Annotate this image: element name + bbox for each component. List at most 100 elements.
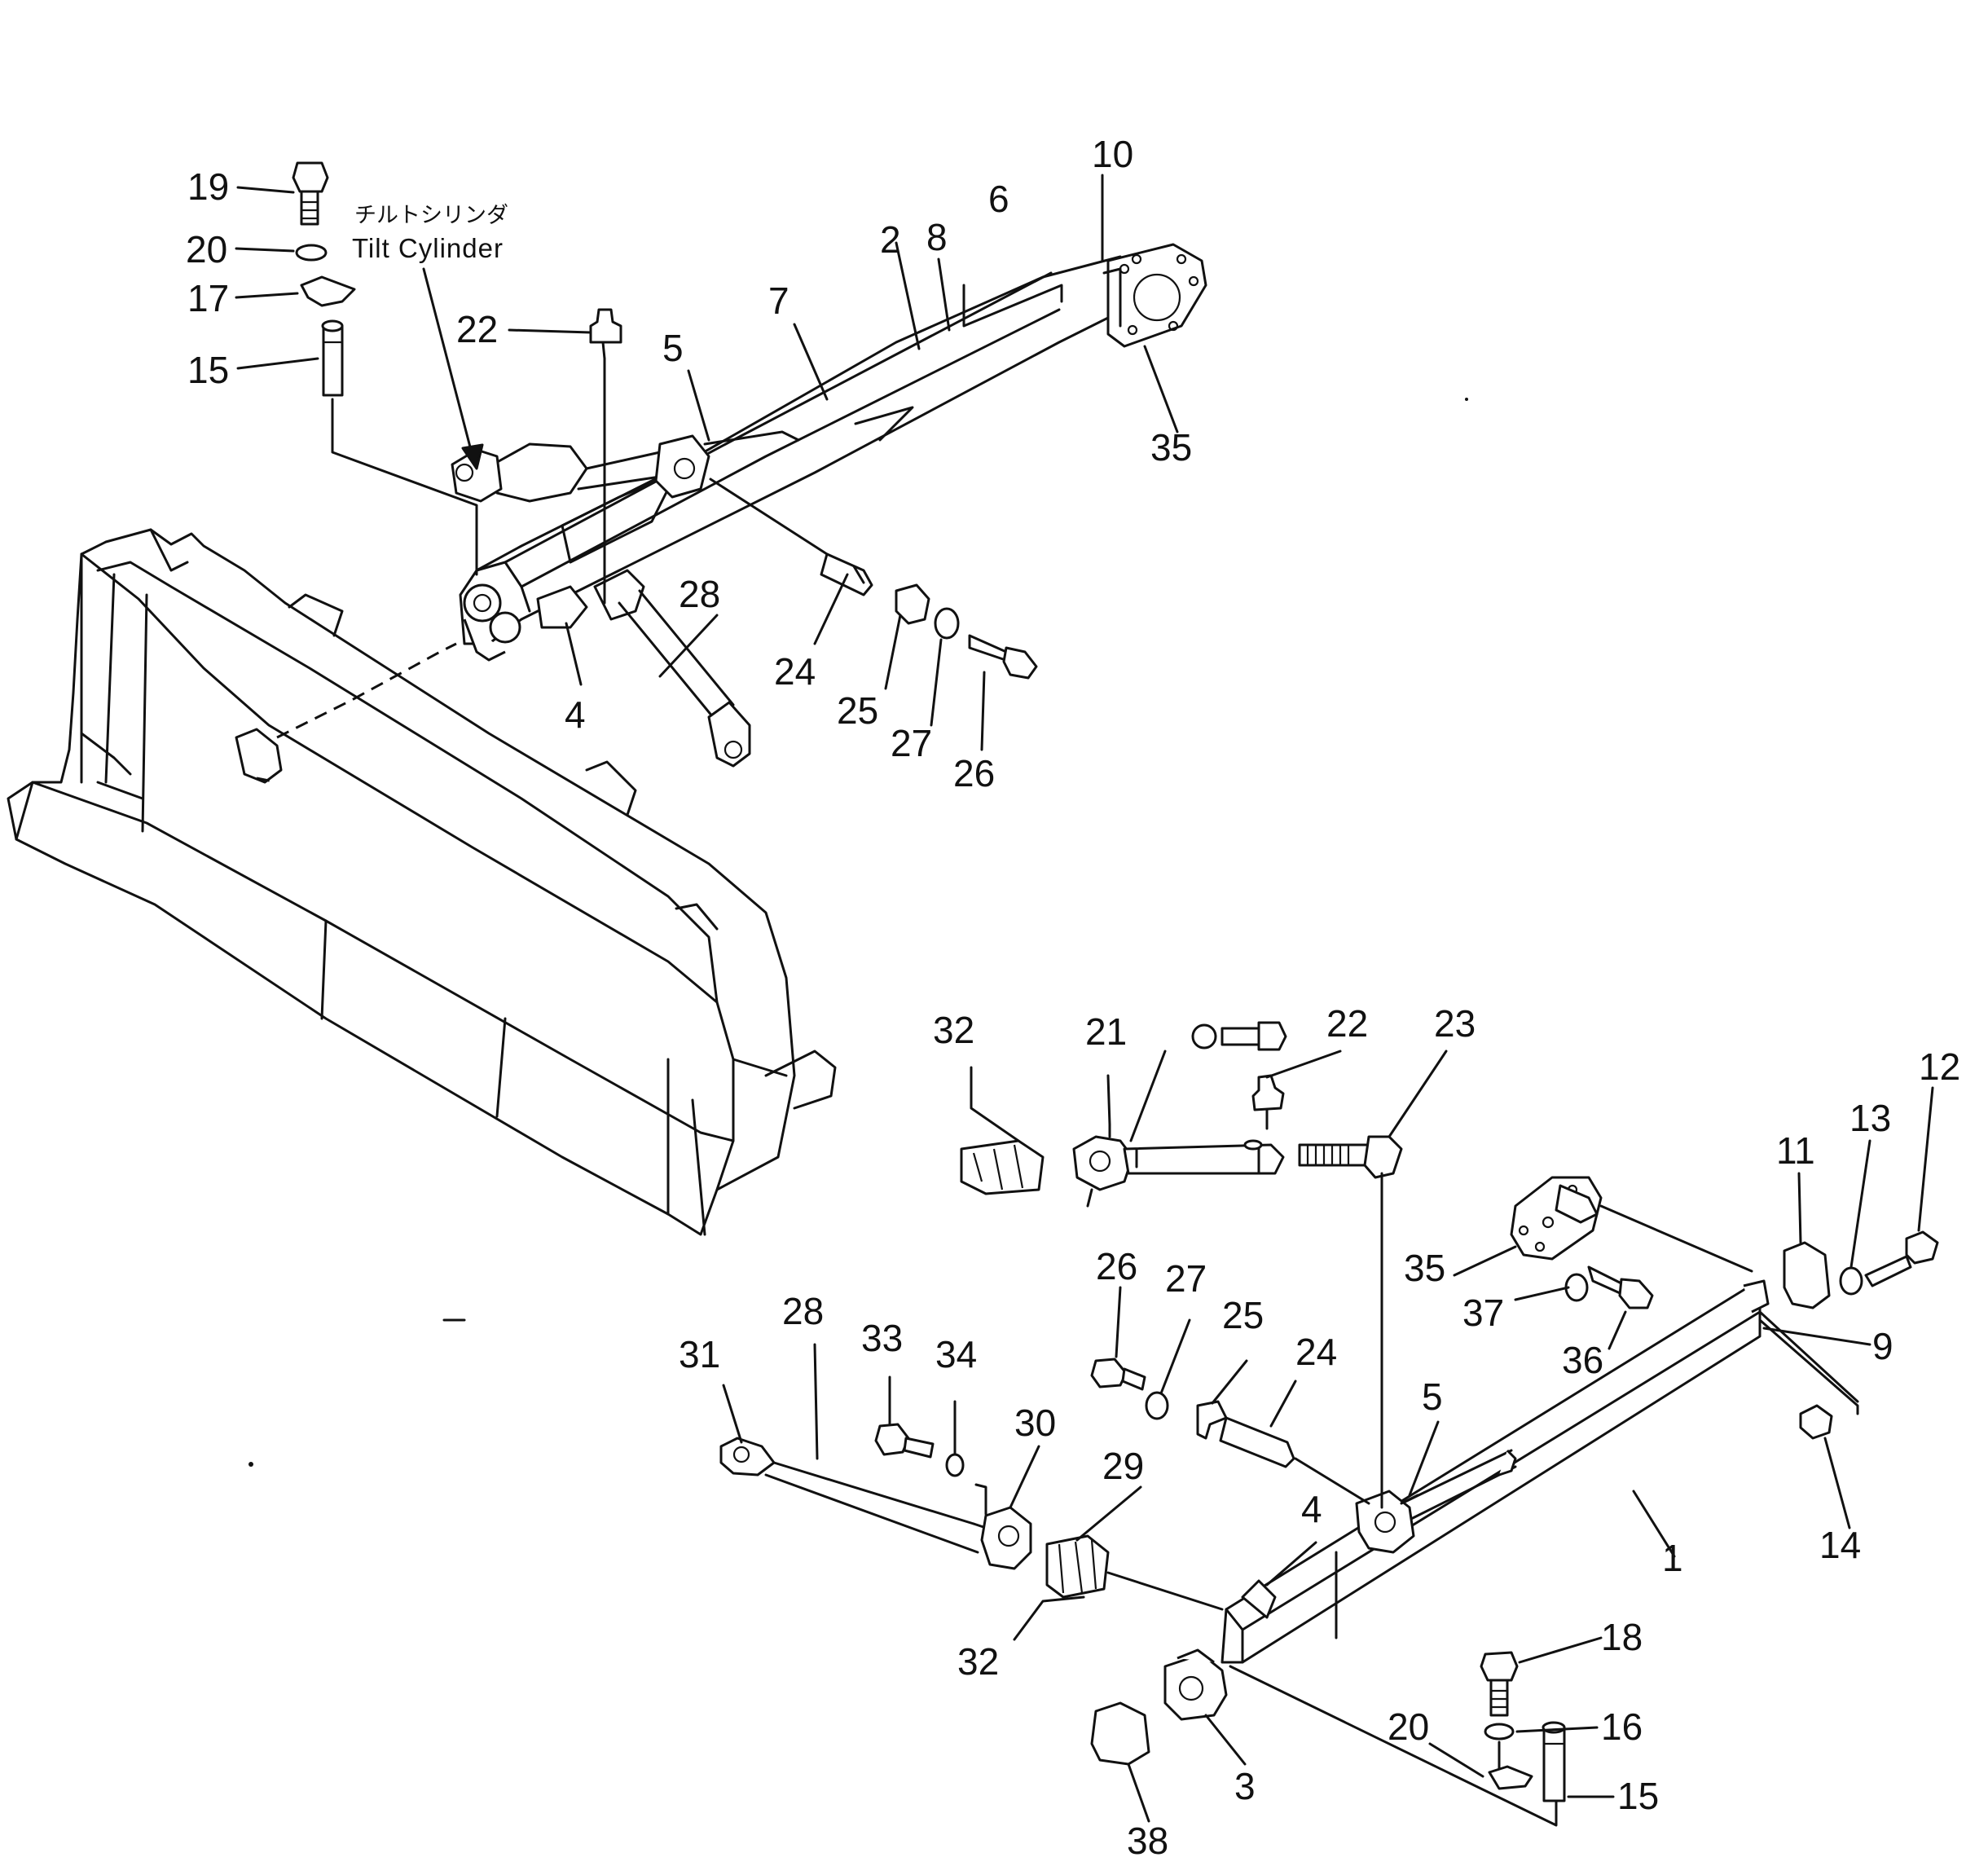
callout-9: 9 [1872, 1325, 1893, 1367]
callout-23: 23 [1434, 1002, 1476, 1045]
lockplate-lower-25 [1196, 1400, 1228, 1440]
connection-lines [331, 357, 1859, 1827]
callout-12: 12 [1919, 1045, 1960, 1088]
leader-lines [235, 174, 1179, 1322]
callout-29: 29 [1102, 1445, 1144, 1487]
annotation-arrow [422, 267, 474, 458]
bolt-33 [874, 1423, 935, 1459]
callout-18: 18 [1601, 1616, 1643, 1658]
washer-upper [934, 607, 960, 640]
rod-23 [1123, 1139, 1285, 1175]
callout-27-upper: 27 [891, 722, 932, 764]
callout-15-lower: 15 [1617, 1775, 1659, 1817]
grease-fitting-upper [589, 308, 622, 360]
bolt-lower-26 [1090, 1358, 1146, 1391]
callout-22: 22 [456, 308, 498, 350]
pin-15-upper [321, 319, 344, 397]
callout-10: 10 [1092, 133, 1133, 175]
lockplate-17 [300, 275, 356, 307]
callout-38: 38 [1127, 1820, 1168, 1862]
callout-32-bottom: 32 [957, 1640, 999, 1683]
callout-20-lower: 16 [1601, 1705, 1643, 1748]
lockplate-upper [895, 583, 930, 625]
callout-11: 11 [1776, 1129, 1815, 1172]
callout-1: 1 [1662, 1537, 1683, 1579]
bolt-19 [292, 161, 329, 226]
grease-fitting-lower [1251, 1074, 1285, 1130]
callout-26-upper: 26 [953, 752, 995, 794]
bolt-12 [1864, 1230, 1939, 1287]
callout-37: 37 [1462, 1292, 1504, 1334]
shims-upper [960, 1139, 1045, 1195]
stray-dot-2 [1465, 398, 1468, 401]
callout-5: 5 [662, 327, 684, 369]
callout-28-lower: 28 [782, 1290, 824, 1332]
callout-30: 30 [1014, 1402, 1056, 1444]
arrowhead [461, 443, 484, 470]
bolt-upper-26 [968, 634, 1038, 680]
callout-36: 36 [1562, 1339, 1603, 1381]
washer-lower-27 [1145, 1391, 1169, 1420]
callout-13: 13 [1849, 1097, 1891, 1139]
pin-lower-24 [1219, 1416, 1295, 1468]
callout-2: 2 [880, 218, 901, 261]
bracket-lower [1241, 1579, 1277, 1619]
callout-6: 6 [988, 178, 1009, 220]
trunnion-plate-upper [1102, 243, 1207, 348]
callout-34: 34 [935, 1333, 977, 1375]
nut-14 [1799, 1404, 1833, 1440]
pin-15-lower [1542, 1721, 1566, 1802]
lockplate-16 [1488, 1765, 1533, 1790]
callout-19: 19 [187, 165, 229, 208]
callout-8: 8 [926, 216, 948, 258]
callout-24-lower: 24 [1295, 1331, 1337, 1373]
washer-20-upper [295, 244, 328, 262]
cap-11 [1783, 1241, 1831, 1309]
callout-3: 3 [1234, 1765, 1256, 1807]
shims-lower [1045, 1534, 1110, 1599]
callout-26-lower: 26 [1096, 1245, 1137, 1287]
tilt-cylinder-label-jp: チルトシリンダ [354, 203, 508, 228]
rod-end-23 [1298, 1135, 1403, 1179]
brace-upper [593, 569, 751, 768]
stray-dot [248, 1462, 253, 1467]
callout-15: 15 [187, 349, 229, 391]
callout-17: 17 [187, 277, 229, 319]
callout-25-lower: 25 [1222, 1294, 1264, 1336]
callout-35-lower: 35 [1404, 1247, 1445, 1289]
callout-32-top: 32 [933, 1009, 974, 1051]
block-38 [1090, 1701, 1150, 1766]
tilt-cylinder-label-en: Tilt Cylinder [352, 233, 504, 263]
callout-5-lower: 5 [1422, 1375, 1443, 1418]
callout-24-upper: 24 [774, 650, 816, 693]
lower-frame [1221, 1279, 1770, 1664]
callout-27-lower: 27 [1165, 1257, 1207, 1300]
callout-4-lower: 4 [1301, 1488, 1322, 1530]
callout-7: 7 [768, 279, 789, 322]
washer-13 [1839, 1266, 1863, 1296]
callout-22-lower: 22 [1326, 1002, 1368, 1045]
bracket-upper [536, 585, 588, 629]
callout-16: 20 [1388, 1705, 1429, 1748]
callout-20: 20 [186, 228, 227, 271]
joint-21 [1072, 1123, 1134, 1208]
washer-20-lower [1484, 1723, 1515, 1741]
callout-31: 31 [679, 1333, 720, 1375]
callout-14: 14 [1819, 1524, 1861, 1566]
callout-21: 21 [1085, 1010, 1127, 1053]
callout-33: 33 [861, 1317, 903, 1359]
tilt-bracket-lower [1355, 1490, 1419, 1554]
bolt-36 [1587, 1265, 1654, 1309]
trunnion-plate-lower [1510, 1176, 1603, 1261]
bolt-upper-21 [1221, 1021, 1287, 1051]
callout-28-upper: 28 [679, 573, 720, 615]
bolt-18 [1480, 1651, 1519, 1717]
callouts-lower: 32 21 22 23 12 13 11 35 37 36 9 26 27 25… [679, 1002, 1960, 1862]
callout-25-upper: 25 [837, 689, 878, 732]
tilt-cylinder-annotation: チルトシリンダ Tilt Cylinder [352, 203, 508, 470]
dozer-blade [7, 528, 837, 1236]
callouts-upper: 19 20 17 15 22 5 7 2 8 6 10 35 24 25 27 … [186, 133, 1192, 794]
brace-lower [719, 1437, 1032, 1570]
